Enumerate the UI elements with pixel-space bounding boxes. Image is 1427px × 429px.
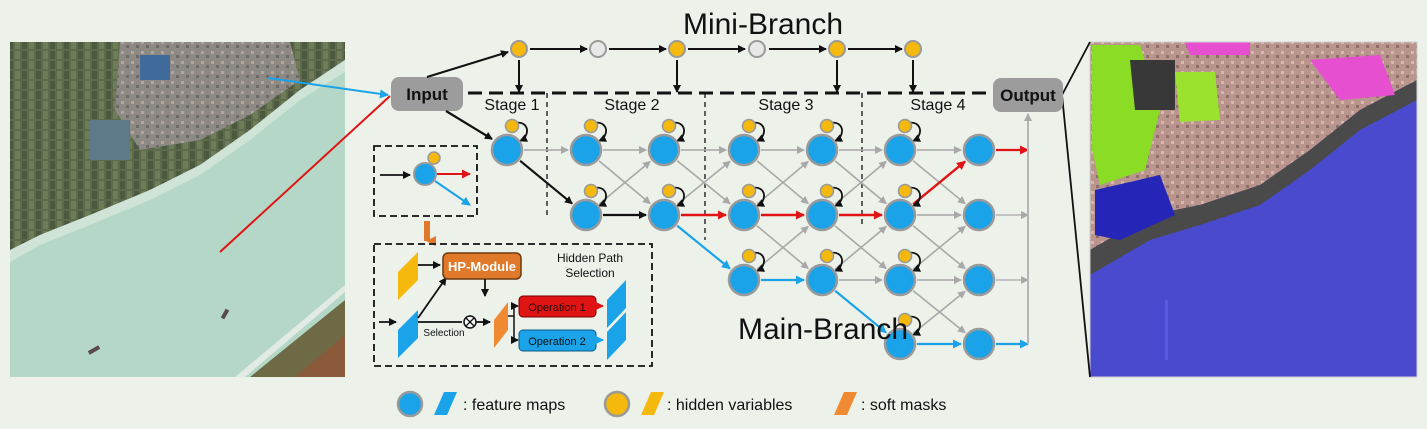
legend-hidden-circle xyxy=(603,390,631,418)
grey-edge xyxy=(756,225,809,270)
hidden-variable-node xyxy=(897,183,913,199)
soft-mask-shape xyxy=(494,302,508,348)
output-feature-shape-1 xyxy=(607,280,626,328)
main-branch-title: Main-Branch xyxy=(738,313,908,346)
input-satellite-image xyxy=(10,42,345,377)
legend-feature-circle xyxy=(396,390,424,418)
path-edge xyxy=(519,159,573,205)
cell-example-inset xyxy=(373,145,478,217)
hidden-path-label-line2: Selection xyxy=(565,266,614,280)
feature-map-node xyxy=(962,327,996,361)
feature-map-node xyxy=(805,133,839,167)
hidden-variable-node xyxy=(661,118,677,134)
hidden-variable-node xyxy=(661,183,677,199)
hidden-variable-node xyxy=(583,118,599,134)
stage-2-label: Stage 2 xyxy=(604,97,659,114)
feature-map-node xyxy=(805,198,839,232)
hidden-variable-node xyxy=(897,312,913,328)
legend-hidden-parallelogram xyxy=(641,392,664,415)
output-segmentation-image xyxy=(1089,41,1418,378)
output-box: Output xyxy=(993,78,1063,112)
hidden-variable-node xyxy=(819,248,835,264)
grey-edge xyxy=(756,160,809,205)
feature-map-node xyxy=(727,133,761,167)
hidden-variable-node xyxy=(819,183,835,199)
feature-map-node xyxy=(883,133,917,167)
hidden-variable-node xyxy=(897,118,913,134)
hp-module-label: HP-Module xyxy=(448,259,516,274)
hidden-variable-node xyxy=(741,248,757,264)
hidden-variable-node xyxy=(583,183,599,199)
feature-map-node xyxy=(569,198,603,232)
operation-1-label: Operation 1 xyxy=(528,302,585,314)
zoom-line-top xyxy=(1061,41,1091,96)
feature-map-node xyxy=(727,263,761,297)
hidden-variable-node xyxy=(897,248,913,264)
legend-soft-masks: : soft masks xyxy=(861,397,946,414)
legend-soft-mask-parallelogram xyxy=(834,392,857,415)
hidden-variable-node xyxy=(741,118,757,134)
output-label: Output xyxy=(1000,86,1056,105)
stage-4-label: Stage 4 xyxy=(910,97,965,114)
hidden-variable-shape xyxy=(398,252,418,300)
grey-edge xyxy=(834,160,887,205)
legend-hidden-variables: : hidden variables xyxy=(667,397,792,414)
feature-map-node xyxy=(883,327,917,361)
hp-module-box xyxy=(442,252,522,280)
feature-map-node xyxy=(569,133,603,167)
legend: : feature maps : hidden variables : soft… xyxy=(396,390,946,418)
feature-map-node xyxy=(962,198,996,232)
path-edge xyxy=(834,289,887,334)
hidden-path-label-line1: Hidden Path xyxy=(557,251,623,265)
feature-map-shape xyxy=(398,310,418,358)
feature-map-node xyxy=(883,198,917,232)
grey-edge xyxy=(834,225,887,270)
hidden-variable-node xyxy=(741,183,757,199)
hidden-variable-node xyxy=(819,118,835,134)
grey-edge xyxy=(676,160,731,205)
input-box: Input xyxy=(391,77,463,111)
main-branch-network xyxy=(445,110,1032,361)
feature-map-node xyxy=(727,198,761,232)
selection-label: Selection xyxy=(423,328,464,339)
grey-edge xyxy=(912,225,966,270)
grey-edge xyxy=(598,160,651,205)
legend-feature-parallelogram xyxy=(434,392,457,415)
hidden-path-selection-inset: HP-Module Hidden Path Selection Selectio… xyxy=(373,243,653,367)
feature-map-node xyxy=(490,133,524,167)
feature-map-node xyxy=(805,263,839,297)
legend-feature-maps: : feature maps xyxy=(463,397,565,414)
feature-map-node xyxy=(962,263,996,297)
input-label: Input xyxy=(406,85,448,104)
stage-dividers xyxy=(468,91,993,240)
red-input-line xyxy=(219,95,391,253)
grey-edge xyxy=(912,290,966,334)
hidden-variable-node xyxy=(504,118,520,134)
zoom-line-bottom xyxy=(1061,94,1091,378)
stage-3-label: Stage 3 xyxy=(758,97,813,114)
feature-map-node xyxy=(647,198,681,232)
stage-1-label: Stage 1 xyxy=(484,97,539,114)
output-feature-shape-2 xyxy=(607,312,626,360)
feature-map-node xyxy=(883,263,917,297)
input-to-stage1-edge xyxy=(445,110,493,140)
mini-branch xyxy=(426,40,922,93)
operation-2-label: Operation 2 xyxy=(528,336,585,348)
path-edge xyxy=(912,160,966,206)
path-edge xyxy=(676,224,731,270)
image-to-input-arrow xyxy=(267,77,389,99)
mini-branch-title: Mini-Branch xyxy=(683,8,843,41)
feature-map-node xyxy=(962,133,996,167)
feature-map-node xyxy=(647,133,681,167)
